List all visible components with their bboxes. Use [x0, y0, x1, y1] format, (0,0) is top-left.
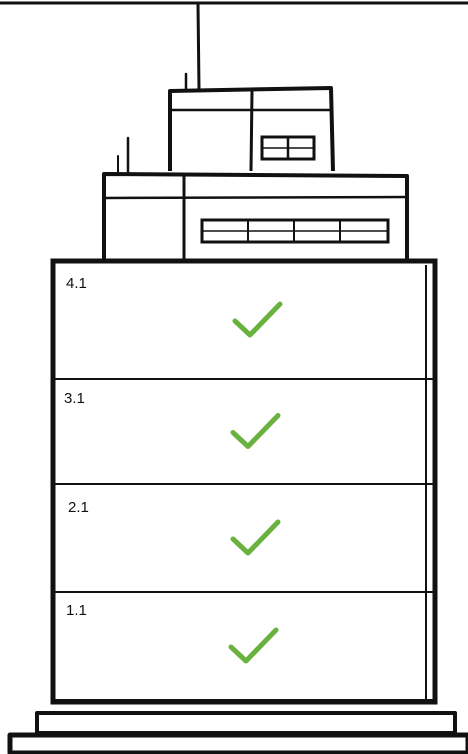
floor-label: 1.1 [66, 602, 87, 619]
floor-label: 4.1 [66, 275, 87, 292]
rooftop-lower-block [104, 174, 407, 260]
rooftop-upper-block [170, 88, 333, 171]
floor-label: 2.1 [68, 499, 89, 516]
base-step-lower [10, 735, 468, 753]
floor-label: 3.1 [64, 390, 85, 407]
main-antenna [198, 4, 199, 89]
base-step-upper [37, 713, 455, 733]
building-base [10, 700, 468, 753]
